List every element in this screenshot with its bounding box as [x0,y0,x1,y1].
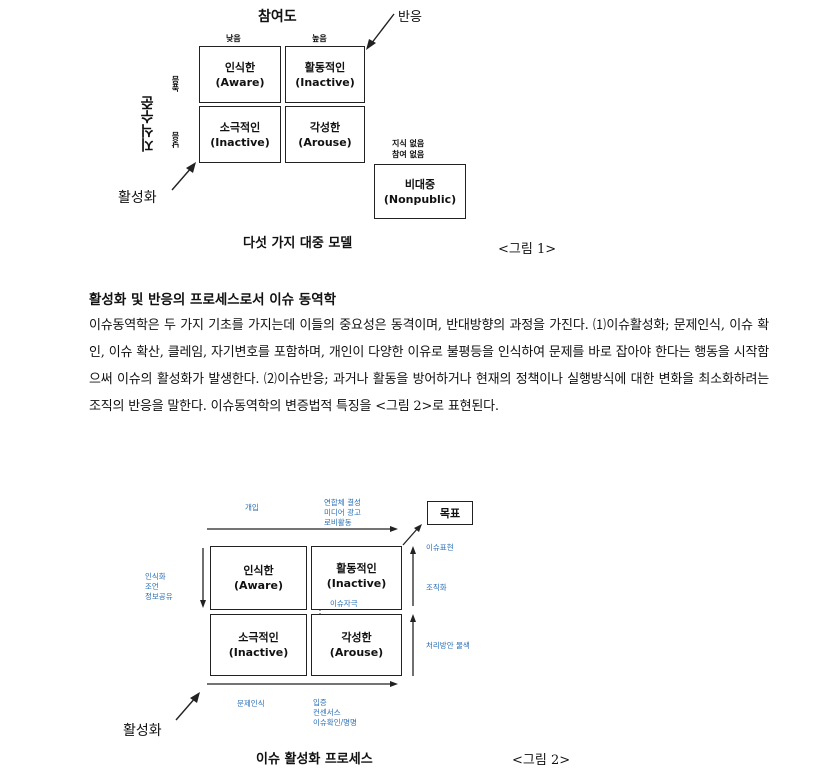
reaction-arrow [370,13,395,45]
cell-nonpublic-en: (Nonpublic) [383,192,457,206]
label-issue-expression: 이슈표현 [426,543,454,552]
label-issue-naming: 이슈확인/명명 [313,718,357,727]
cell-active-en: (Inactive) [295,75,355,89]
label-proof: 입증 [313,698,327,707]
figure-1-caption: <그림 1> [498,242,557,257]
process-title: 이슈 활성화 프로세스 [256,752,373,767]
cell-passive: 소극적인 (Inactive) [199,106,281,163]
cell2-passive-ko: 소극적인 [238,631,279,644]
label-coalition: 연합체 결성 [324,498,361,507]
left-arrowhead [200,600,206,608]
label-left: 인식화 조언 정보공유 [145,572,173,602]
label-problem-recognition: 문제인식 [237,699,265,708]
column-low-label: 낮음 [226,34,241,43]
nonpublic-note-1: 지식 없음 [392,139,425,148]
goal-label: 목표 [439,506,461,520]
goal-arrow [402,527,419,546]
label-bottom-mid: 입증 컨센서스 이슈확인/명명 [313,698,357,728]
right-lower-arrowhead [410,614,416,622]
cell2-aroused-ko: 각성한 [341,631,372,644]
activation-arrowhead [186,162,196,173]
reaction-label: 반응 [398,10,422,25]
goal-box: 목표 [427,501,473,525]
top-arrowhead [390,526,398,532]
cell2-aware: 인식한 (Aware) [210,546,307,610]
cell-aroused-ko: 각성한 [309,120,341,134]
label-intervention: 개입 [245,503,259,512]
column-high-label: 높음 [312,34,327,43]
cell-passive-en: (Inactive) [210,135,270,149]
section-body: 이슈동역학은 두 가지 기초를 가지는데 이들의 중요성은 동격이며, 반대방향… [89,318,769,414]
cell2-aroused-en: (Arouse) [329,646,384,659]
activation-arrow [171,166,193,191]
label-awareness: 인식화 [145,572,166,581]
label-organizing: 조직화 [426,583,447,592]
cell2-aware-ko: 인식한 [243,564,274,577]
cell-nonpublic-ko: 비대중 [404,177,436,191]
nonpublic-note: 지식 없음 참여 없음 [392,138,424,160]
label-advice: 조언 [145,582,159,591]
label-top-mid: 연합체 결성 미디어 광고 로비활동 [324,498,361,528]
cell-passive-ko: 소극적인 [219,120,261,134]
activation-arrowhead-2 [190,692,200,703]
cell-aware-ko: 인식한 [224,60,256,74]
label-info-share: 정보공유 [145,592,173,601]
bottom-arrowhead [390,681,398,687]
cell2-aroused: 각성한 (Arouse) [311,614,402,676]
cell2-active-en: (Inactive) [326,577,387,590]
label-media: 미디어 광고 [324,508,361,517]
cell2-passive: 소극적인 (Inactive) [210,614,307,676]
label-consensus: 컨센서스 [313,708,341,717]
cell2-passive-en: (Inactive) [228,646,289,659]
figure-2-caption: <그림 2> [512,753,571,768]
goal-arrowhead [414,524,422,532]
cell-nonpublic: 비대중 (Nonpublic) [374,164,466,219]
cell2-active: 활동적인 (Inactive) [311,546,402,610]
participation-label: 참여도 [258,9,297,25]
cell2-aware-en: (Aware) [233,579,284,592]
activation-arrow-2 [175,696,197,721]
label-solution-search: 처리방안 물색 [426,641,470,650]
reaction-arrowhead [366,39,376,50]
activation-label-2: 활성화 [123,723,162,739]
nonpublic-note-2: 참여 없음 [392,150,425,159]
right-upper-arrowhead [410,546,416,554]
cell-aroused-en: (Arouse) [298,135,352,149]
cell-aware: 인식한 (Aware) [199,46,281,103]
cell-active: 활동적인 (Inactive) [285,46,365,103]
cell-aroused: 각성한 (Arouse) [285,106,365,163]
cell2-active-ko: 활동적인 [336,562,377,575]
cell-aware-en: (Aware) [215,75,265,89]
cell-active-ko: 활동적인 [304,60,346,74]
activation-label: 활성화 [118,190,157,206]
model-title: 다섯 가지 대중 모델 [243,236,353,251]
section-heading: 활성화 및 반응의 프로세스로서 이슈 동역학 [89,292,337,308]
label-lobby: 로비활동 [324,518,352,527]
label-issue-stimulus: 이슈자극 [329,599,359,609]
